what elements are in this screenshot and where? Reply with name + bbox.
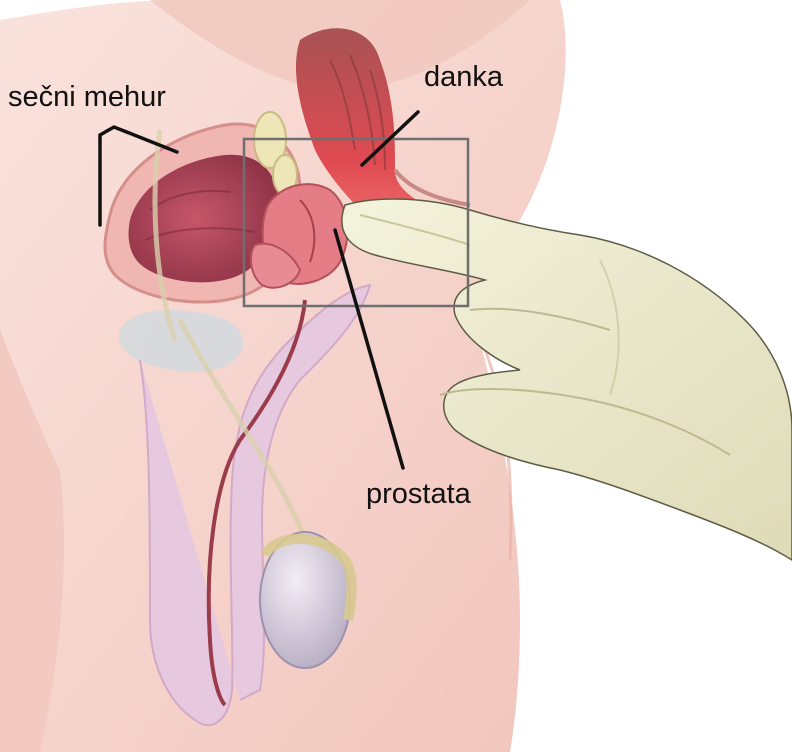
label-bladder: sečni mehur [8, 83, 166, 112]
label-rectum: danka [424, 63, 503, 92]
label-prostate: prostata [366, 480, 471, 509]
testis-structure [260, 532, 352, 668]
